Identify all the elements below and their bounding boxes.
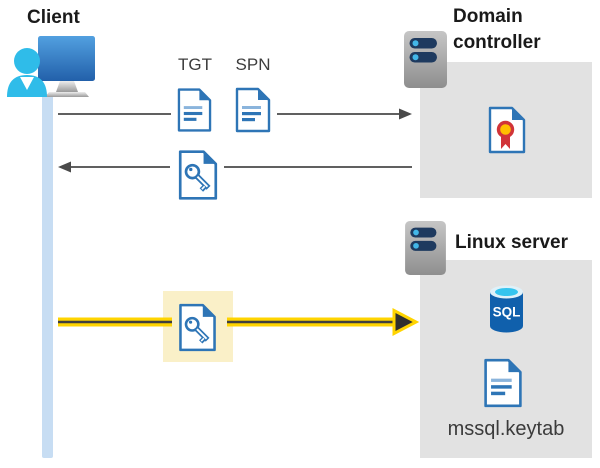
sql-database-icon: SQL <box>490 285 523 333</box>
kerberos-auth-arrow <box>58 308 420 336</box>
domain-controller-label: Domain controller <box>453 6 541 53</box>
spn-ticket-icon <box>235 87 271 133</box>
server-icon-linux <box>405 220 446 276</box>
key-icon <box>184 163 211 192</box>
server-icon-domain-controller <box>404 31 447 88</box>
key-ticket-icon-kerberos <box>179 303 216 352</box>
user-icon <box>7 48 47 97</box>
tgt-label: TGT <box>178 55 212 74</box>
spn-label: SPN <box>235 55 271 74</box>
monitor-base <box>45 92 89 97</box>
monitor-stand <box>56 81 78 92</box>
certificate-icon <box>488 106 526 154</box>
linux-server-label: Linux server <box>455 232 568 253</box>
key-ticket-icon-response <box>178 150 218 200</box>
ticket-response-arrow <box>58 161 412 173</box>
client-computer-icon <box>7 36 95 97</box>
keytab-file-label: mssql.keytab <box>447 418 565 440</box>
sql-icon-label: SQL <box>493 305 521 320</box>
tgt-ticket-icon <box>177 88 212 132</box>
client-label: Client <box>27 7 80 28</box>
key-icon <box>184 316 210 344</box>
client-timeline <box>42 94 53 458</box>
monitor-icon <box>38 36 95 81</box>
keytab-file-icon <box>484 358 522 408</box>
